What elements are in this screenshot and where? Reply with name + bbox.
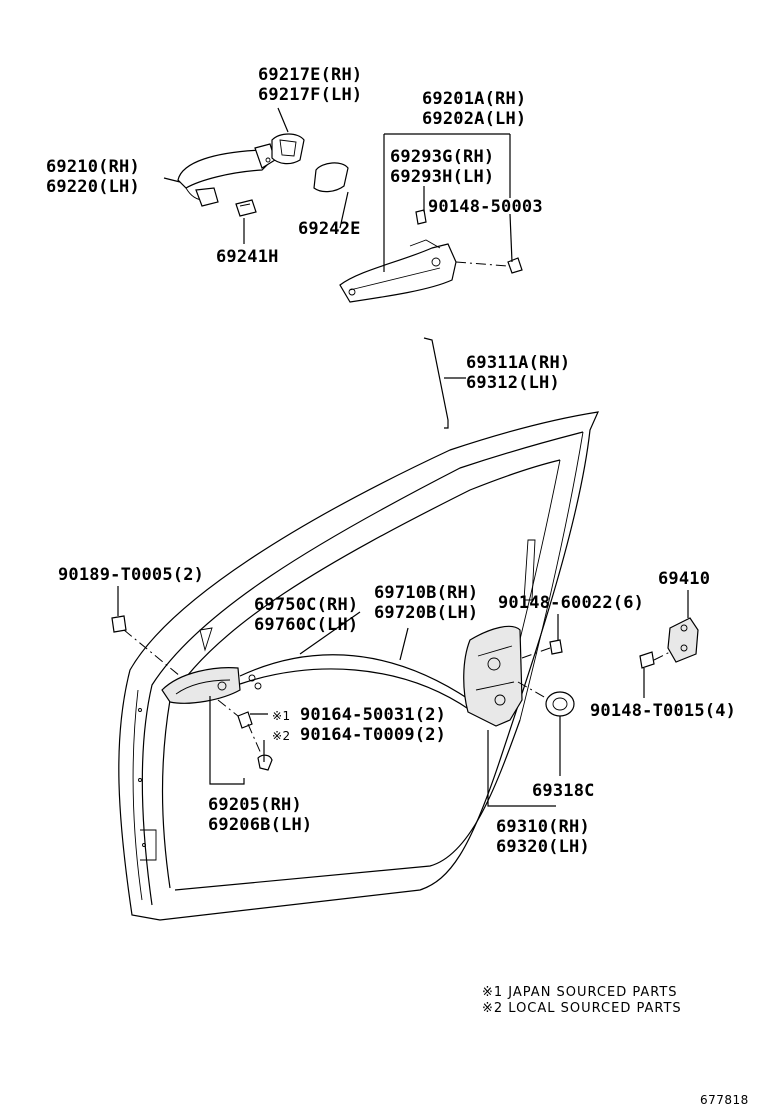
screw-90148-60022 xyxy=(521,639,563,659)
label-69318c: 69318C xyxy=(532,781,595,801)
grommet-69318C xyxy=(517,681,575,717)
label-69311a: 69311A(RH) xyxy=(466,353,570,373)
mark-2: ※2 xyxy=(272,729,291,743)
screws-90164 xyxy=(217,699,273,771)
label-69710b: 69710B(RH) xyxy=(374,583,478,603)
striker-69410 xyxy=(667,617,699,663)
label-69220: 69220(LH) xyxy=(46,177,140,197)
label-69312: 69312(LH) xyxy=(466,373,560,393)
label-90148-50003: 90148-50003 xyxy=(428,197,543,217)
label-69293h: 69293H(LH) xyxy=(390,167,494,187)
pad-69242E xyxy=(313,162,349,193)
label-69205: 69205(RH) xyxy=(208,795,302,815)
label-69320: 69320(LH) xyxy=(496,837,590,857)
cables-69750-69710 xyxy=(239,654,471,711)
label-69206b: 69206B(LH) xyxy=(208,815,312,835)
label-69201a: 69201A(RH) xyxy=(422,89,526,109)
handle-frame-69201 xyxy=(339,239,457,303)
door-frame xyxy=(118,411,599,921)
label-69202a: 69202A(LH) xyxy=(422,109,526,129)
outside-handle-69210 xyxy=(177,143,276,207)
label-90148-t0015: 90148-T0015(4) xyxy=(590,701,736,721)
label-90164-t0009: 90164-T0009(2) xyxy=(300,725,446,745)
inside-handle-69205 xyxy=(161,667,241,704)
label-90189-t0005: 90189-T0005(2) xyxy=(58,565,204,585)
label-90148-60022: 90148-60022(6) xyxy=(498,593,644,613)
label-69242e: 69242E xyxy=(298,219,361,239)
label-69217e: 69217E(RH) xyxy=(258,65,362,85)
label-69241h: 69241H xyxy=(216,247,279,267)
mark-1: ※1 xyxy=(272,709,291,723)
door-lock-69310 xyxy=(463,625,523,727)
label-69293g: 69293G(RH) xyxy=(390,147,494,167)
clip-90189 xyxy=(111,615,181,677)
label-69217f: 69217F(LH) xyxy=(258,85,362,105)
pad-69241H xyxy=(235,199,257,217)
rod-69311 xyxy=(423,337,449,429)
label-69750c: 69750C(RH) xyxy=(254,595,358,615)
clip-69293 xyxy=(415,209,427,225)
label-90164-50031: 90164-50031(2) xyxy=(300,705,446,725)
label-69210: 69210(RH) xyxy=(46,157,140,177)
handle-cap-69217 xyxy=(271,133,305,165)
leader-lines xyxy=(117,107,689,807)
label-69310: 69310(RH) xyxy=(496,817,590,837)
note-japan-sourced: ※1 JAPAN SOURCED PARTS xyxy=(482,985,678,1000)
label-69720b: 69720B(LH) xyxy=(374,603,478,623)
bolt-90148-T0015 xyxy=(639,651,671,669)
label-69410: 69410 xyxy=(658,569,710,589)
label-69760c: 69760C(LH) xyxy=(254,615,358,635)
note-local-sourced: ※2 LOCAL SOURCED PARTS xyxy=(482,1001,682,1016)
diagram-code: 677818 xyxy=(700,1093,749,1107)
